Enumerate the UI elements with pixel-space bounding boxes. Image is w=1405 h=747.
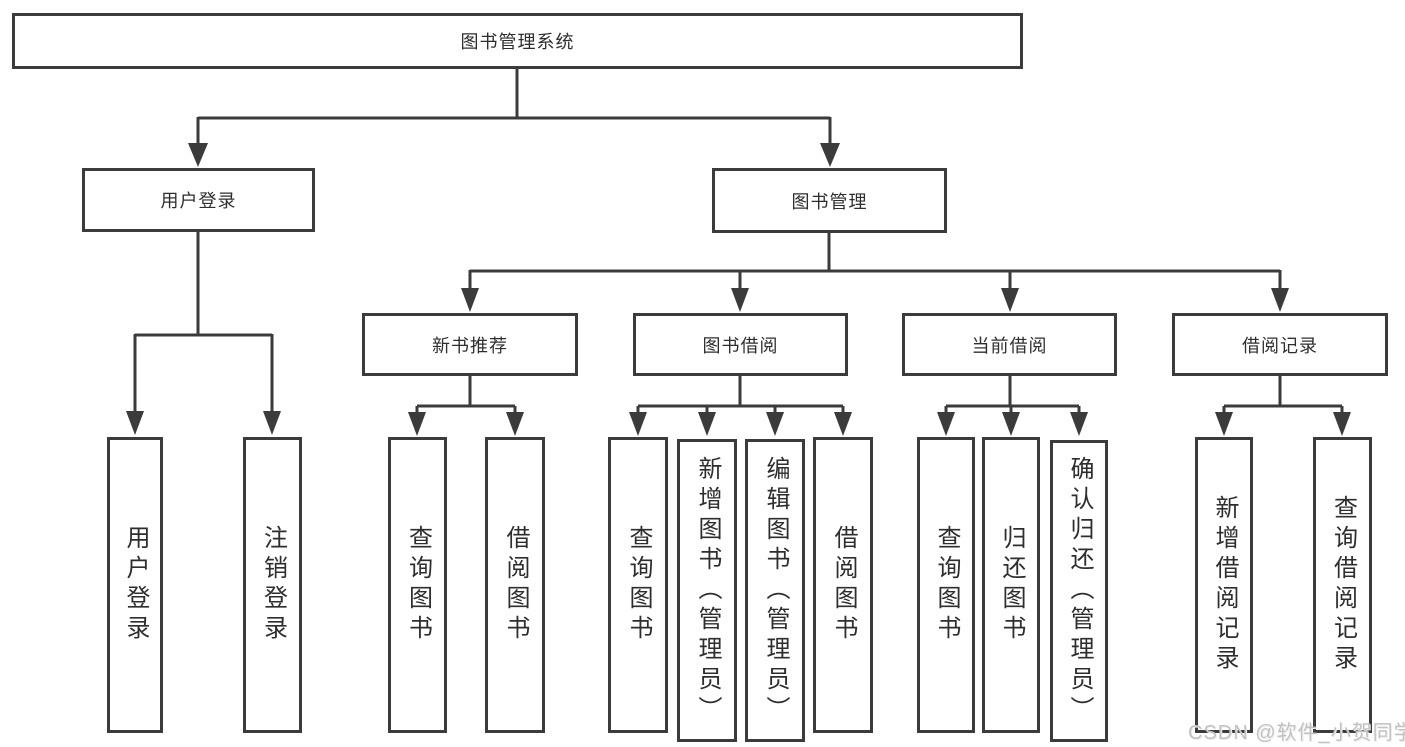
leaf-add-borrow-record: 新增借阅记录 xyxy=(1195,437,1253,733)
leaf-edit-books-admin: 编辑图书（管理员） xyxy=(745,439,805,742)
arrow-icon xyxy=(1333,412,1351,436)
arrow-icon xyxy=(937,412,955,436)
arrow-icon xyxy=(1001,288,1019,312)
node-current-borrow: 当前借阅 xyxy=(902,313,1117,376)
leaf-user-login: 用户登录 xyxy=(107,437,163,733)
leaf-query-books-recommend: 查询图书 xyxy=(388,437,447,733)
arrow-icon xyxy=(126,411,144,435)
watermark: CSDN @软件_小贺同学 xyxy=(1188,722,1405,744)
leaf-return-books: 归还图书 xyxy=(982,437,1040,733)
arrow-icon xyxy=(834,412,852,436)
connector-book-management-branch xyxy=(468,233,1282,289)
node-user-login: 用户登录 xyxy=(82,168,315,232)
arrow-icon xyxy=(1271,288,1289,312)
arrow-icon xyxy=(461,288,479,312)
arrow-icon xyxy=(1070,412,1088,436)
arrow-icon xyxy=(408,412,426,436)
arrow-icon xyxy=(188,143,208,167)
node-book-borrow: 图书借阅 xyxy=(633,313,848,376)
leaf-query-books-current: 查询图书 xyxy=(917,437,975,733)
arrow-icon xyxy=(731,288,749,312)
arrow-icon xyxy=(629,412,647,436)
connector-book-borrow-branch xyxy=(636,376,845,414)
arrow-icon xyxy=(1215,412,1233,436)
arrow-icon xyxy=(263,411,281,435)
leaf-borrow-books-recommend: 借阅图书 xyxy=(485,437,545,733)
arrowheads xyxy=(126,143,1351,436)
connector-current-borrow-branch xyxy=(944,376,1081,414)
leaf-query-books-borrow: 查询图书 xyxy=(608,437,668,733)
node-new-book-recommend: 新书推荐 xyxy=(362,313,578,376)
leaf-add-books-admin: 新增图书（管理员） xyxy=(677,439,737,742)
connector-user-login-branch xyxy=(133,232,274,412)
arrow-icon xyxy=(698,412,716,436)
node-book-management: 图书管理 xyxy=(712,168,947,233)
leaf-confirm-return-admin: 确认归还（管理员） xyxy=(1050,440,1108,742)
leaf-query-borrow-record: 查询借阅记录 xyxy=(1313,437,1372,733)
arrow-icon xyxy=(1002,412,1020,436)
leaf-logout: 注销登录 xyxy=(243,437,302,733)
leaf-borrow-books: 借阅图书 xyxy=(813,437,873,733)
node-library-management-system: 图书管理系统 xyxy=(12,13,1023,69)
node-borrow-records: 借阅记录 xyxy=(1172,313,1388,376)
connector-borrow-records-branch xyxy=(1222,376,1344,414)
arrow-icon xyxy=(506,412,524,436)
arrow-icon xyxy=(766,412,784,436)
arrow-icon xyxy=(820,143,840,167)
connector-new-book-recommend-branch xyxy=(415,376,517,414)
connector-root-to-level2 xyxy=(196,69,832,145)
